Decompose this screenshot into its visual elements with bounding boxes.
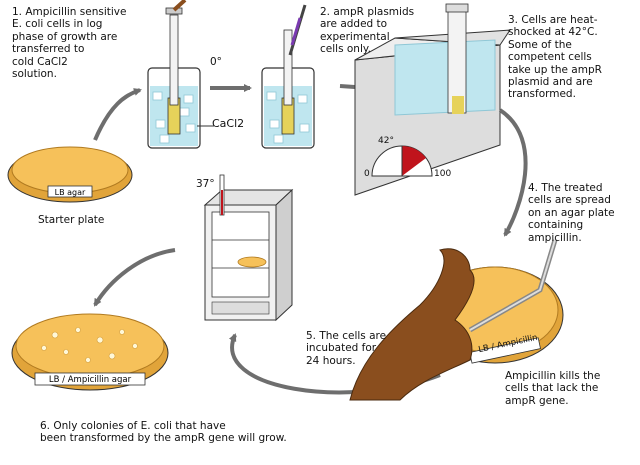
gauge-value-label: 42° bbox=[378, 136, 394, 146]
arrow-6 bbox=[93, 248, 176, 307]
step-1-text: 1. Ampicillin sensitive E. coli cells in… bbox=[12, 6, 127, 81]
ampicillin-kill-text: Ampicillin kills the cells that lack the… bbox=[505, 370, 601, 407]
starter-plate: LB agar bbox=[7, 146, 133, 203]
lb-ampicillin-agar-label: LB / Ampicillin agar bbox=[49, 375, 132, 385]
step-2-text: 2. ampR plasmids are added to experiment… bbox=[320, 6, 415, 56]
arrow-4 bbox=[498, 108, 528, 237]
water-bath bbox=[354, 3, 511, 196]
temperature-gauge bbox=[371, 145, 433, 177]
step-6-text: 6. Only colonies of E. coli that have be… bbox=[40, 420, 287, 445]
lb-agar-label: LB agar bbox=[55, 188, 86, 197]
hand-illustration bbox=[349, 248, 475, 401]
gauge-min-label: 0 bbox=[364, 169, 370, 179]
incubator-temp-label: 37° bbox=[196, 178, 215, 190]
final-plate: LB / Ampicillin agar bbox=[11, 313, 169, 391]
step-3-text: 3. Cells are heat- shocked at 42°C. Some… bbox=[508, 14, 602, 101]
cacl2-label: CaCl2 bbox=[212, 117, 245, 130]
arrow-1 bbox=[93, 88, 142, 141]
gauge-max-label: 100 bbox=[434, 169, 452, 179]
zero-degree-label: 0° bbox=[210, 56, 222, 68]
starter-plate-caption: Starter plate bbox=[38, 214, 105, 226]
beaker-2 bbox=[261, 4, 315, 149]
beaker-1 bbox=[147, 0, 214, 149]
step-5-text: 5. The cells are incubated for 24 hours. bbox=[306, 330, 387, 367]
step-4-text: 4. The treated cells are spread on an ag… bbox=[528, 182, 615, 244]
incubator bbox=[203, 174, 294, 322]
